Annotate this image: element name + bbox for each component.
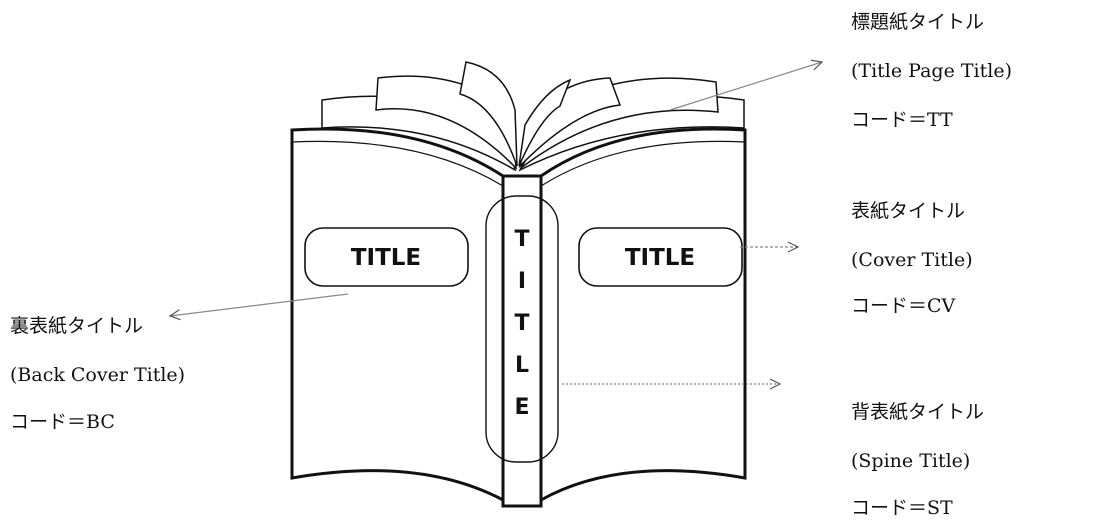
cover-title-text: TITLE bbox=[625, 245, 695, 271]
label-code: コード＝CV bbox=[851, 295, 956, 317]
page-right-3 bbox=[518, 77, 622, 169]
label-code: コード＝ST bbox=[851, 497, 953, 519]
spine bbox=[501, 174, 543, 508]
back-cover-title-text: TITLE bbox=[351, 245, 421, 271]
label-cover: 表紙タイトル (Cover Title) コード＝CV bbox=[851, 200, 973, 317]
label-jp: 裏表紙タイトル bbox=[10, 315, 143, 337]
arrow-title-page bbox=[669, 62, 822, 111]
label-code: コード＝TT bbox=[851, 109, 953, 131]
label-en: (Back Cover Title) bbox=[10, 364, 185, 386]
arrow-back-cover bbox=[170, 293, 349, 316]
spine-letter: L bbox=[515, 353, 529, 378]
spine-title-frame bbox=[485, 195, 559, 463]
callout-arrows bbox=[170, 62, 822, 384]
cover-edges bbox=[291, 140, 746, 187]
spine-letter: I bbox=[518, 269, 526, 294]
label-jp: 背表紙タイトル bbox=[851, 401, 984, 423]
label-spine: 背表紙タイトル (Spine Title) コード＝ST bbox=[851, 401, 984, 519]
spine-letter: E bbox=[514, 395, 529, 420]
label-en: (Title Page Title) bbox=[851, 60, 1012, 82]
inner-pages bbox=[321, 61, 745, 172]
label-jp: 標題紙タイトル bbox=[851, 11, 984, 33]
front-cover bbox=[539, 127, 747, 503]
front-cover-edge bbox=[540, 140, 746, 187]
label-jp: 表紙タイトル bbox=[851, 200, 965, 222]
back-cover-title-plate: TITLE bbox=[304, 227, 469, 287]
label-en: (Cover Title) bbox=[851, 249, 973, 271]
back-cover bbox=[290, 127, 505, 503]
label-title-page: 標題紙タイトル (Title Page Title) コード＝TT bbox=[851, 11, 1012, 131]
page-left-3 bbox=[459, 61, 518, 167]
label-en: (Spine Title) bbox=[851, 450, 970, 472]
cover-title-plate: TITLE bbox=[578, 227, 743, 287]
page-right-4 bbox=[518, 78, 572, 167]
spine-letters: T I T L E bbox=[514, 227, 529, 420]
spine-letter: T bbox=[514, 311, 529, 336]
label-code: コード＝BC bbox=[10, 411, 115, 433]
spine-letter: T bbox=[514, 227, 529, 252]
back-cover-edge bbox=[291, 140, 504, 187]
label-back-cover: 裏表紙タイトル (Back Cover Title) コード＝BC bbox=[10, 315, 185, 433]
book-covers bbox=[290, 127, 747, 503]
